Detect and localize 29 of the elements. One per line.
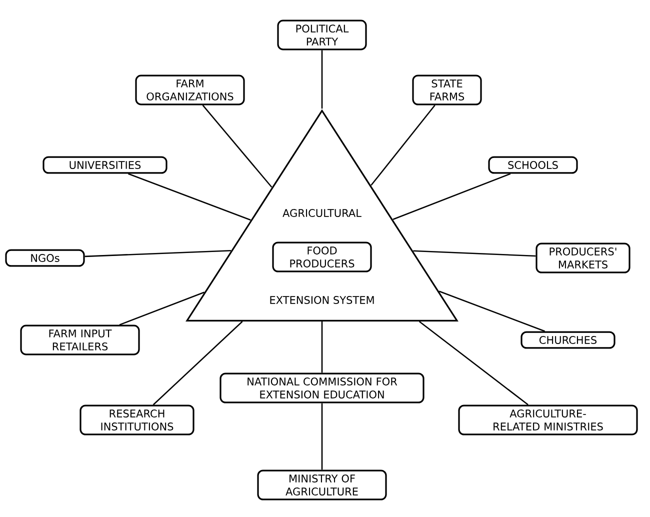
box: AGRICULTURE-RELATED MINISTRIES <box>458 404 638 436</box>
connector-line <box>418 321 528 406</box>
triangle-label: AGRICULTURAL <box>282 209 362 217</box>
box: STATE FARMS <box>412 74 482 106</box>
box: POLITICAL PARTY <box>277 20 367 50</box>
connector-line <box>413 250 536 257</box>
box: MINISTRY OF AGRICULTURE <box>257 470 387 500</box>
box: FARM INPUT RETAILERS <box>20 324 140 356</box>
inner-box: FOOD PRODUCERS <box>272 242 372 272</box>
connector-line <box>128 173 251 221</box>
connector-line <box>321 50 323 109</box>
connector-line <box>152 321 243 406</box>
connector-line <box>321 403 323 470</box>
box: PRODUCERS' MARKETS <box>536 242 630 274</box>
connector-line <box>202 104 272 188</box>
connector-line <box>438 290 546 332</box>
box: RESEARCH INSTITUTIONS <box>80 404 194 436</box>
box: SCHOOLS <box>488 156 578 174</box>
box: NATIONAL COMMISSION FOR EXTENSION EDUCATION <box>220 372 424 404</box>
connector-line <box>119 292 205 326</box>
connector-line <box>392 173 511 220</box>
connector-line <box>370 104 436 186</box>
box: FARM ORGANIZATIONS <box>135 74 245 106</box>
triangle-label: EXTENSION SYSTEM <box>270 296 374 304</box>
connector-line <box>321 322 323 373</box>
connector-line <box>84 250 231 258</box>
box: UNIVERSITIES <box>42 156 168 174</box>
box: NGOs <box>5 249 85 267</box>
box: CHURCHES <box>520 331 616 349</box>
